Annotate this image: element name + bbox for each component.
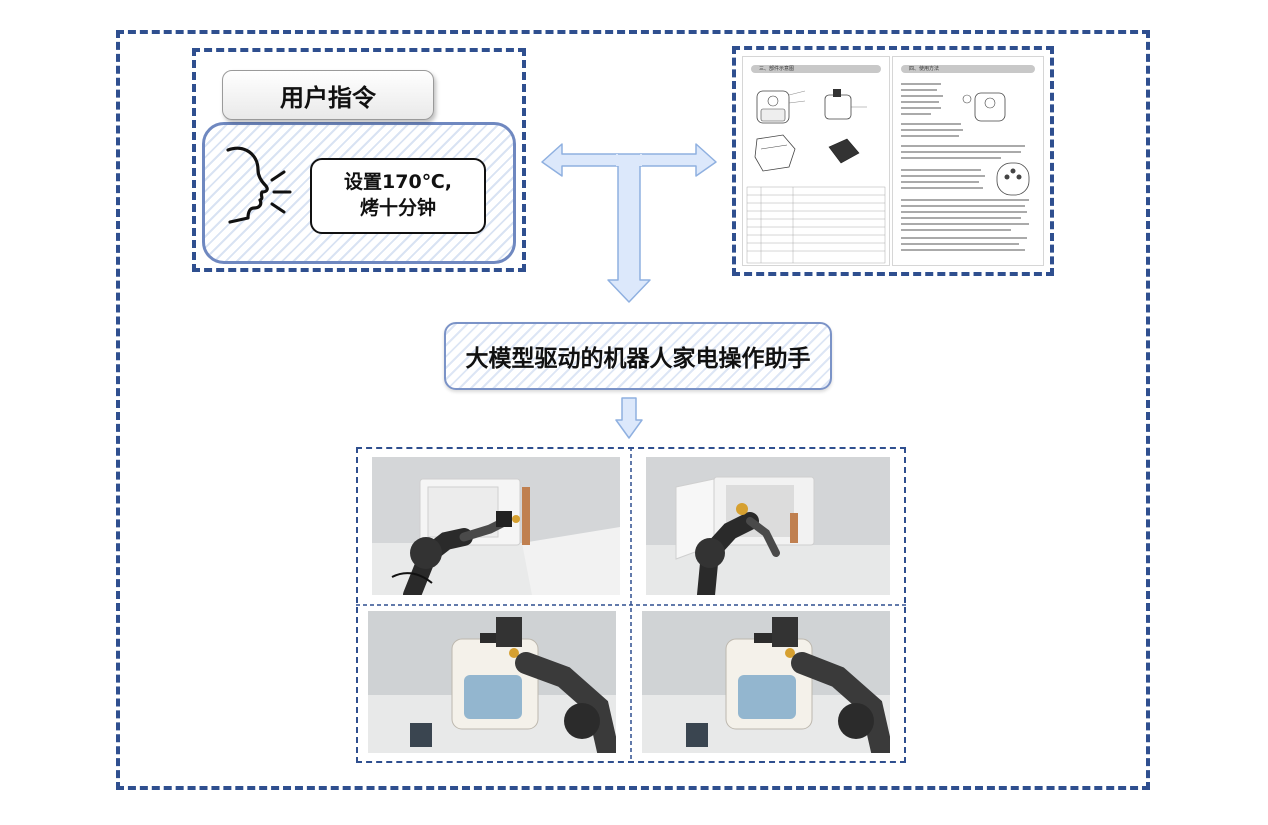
speech-line-1: 设置170℃, [344, 171, 452, 194]
manual-page-right: 四、使用方法 [892, 56, 1044, 266]
manual-page-left: 三、部件示意图 [742, 56, 890, 266]
photo-airfryer-2 [642, 611, 890, 753]
manual-left-heading: 三、部件示意图 [751, 65, 881, 73]
manual-panel [732, 46, 1054, 276]
photo-microwave-open [646, 457, 890, 595]
assistant-banner: 大模型驱动的机器人家电操作助手 [444, 322, 832, 390]
manual-left-drawings [746, 89, 886, 264]
photo-microwave-closed [372, 457, 620, 595]
manual-right-heading: 四、使用方法 [901, 65, 1035, 73]
photo-grid-dividers [356, 447, 906, 763]
speaking-head-icon [226, 146, 292, 224]
manual-right-drawings [901, 83, 1030, 251]
user-command-panel [192, 48, 526, 272]
down-arrow-icon [615, 397, 643, 439]
double-arrow-icon [541, 143, 717, 303]
outer-frame [116, 30, 1150, 790]
speech-line-2: 烤十分钟 [359, 197, 436, 219]
photo-airfryer-1 [368, 611, 616, 753]
speech-bubble: 设置170℃, 烤十分钟 [310, 158, 486, 234]
user-command-title: 用户指令 [222, 70, 434, 120]
